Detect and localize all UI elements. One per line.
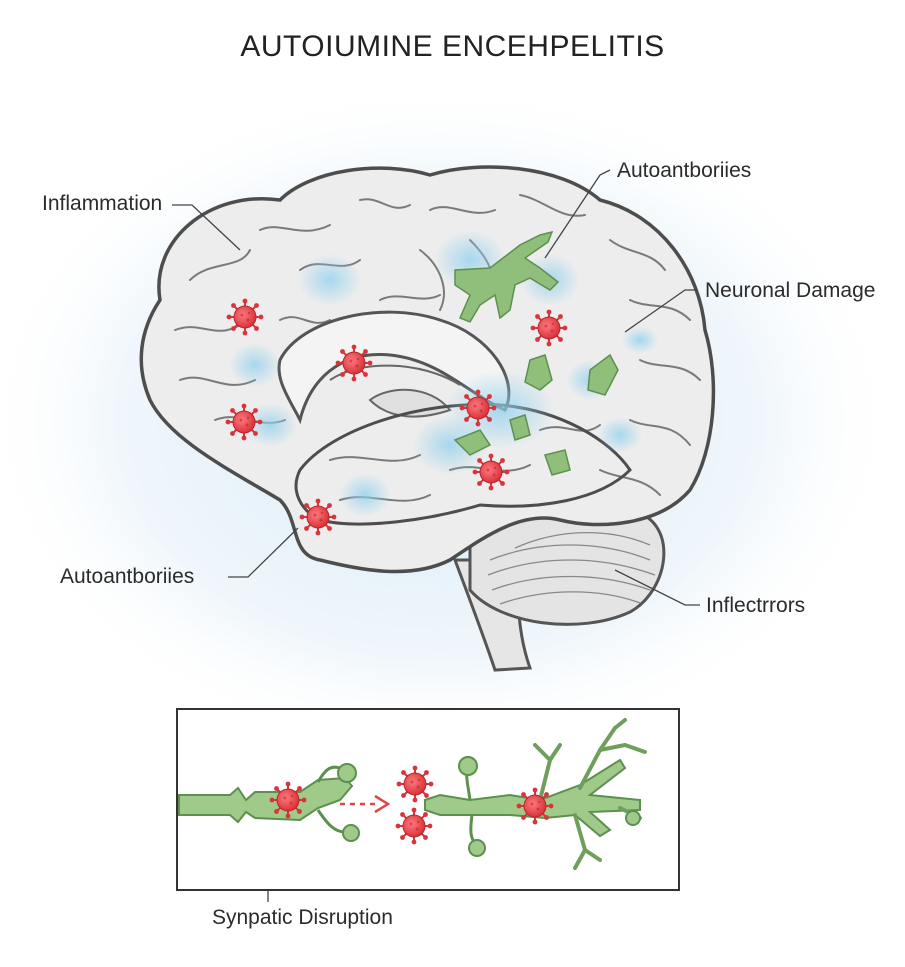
label-neuronal-damage: Neuronal Damage <box>705 279 876 302</box>
corpus-callosum <box>277 310 511 425</box>
label-inflammation: Inflammation <box>42 192 163 215</box>
label-synaptic-disruption: Synpatic Disruption <box>212 906 393 929</box>
label-autoantibodies-top: Autoantboriies <box>617 159 752 182</box>
synapse-inset <box>176 708 680 891</box>
label-autoantibodies-bottom: Autoantboriies <box>60 565 195 588</box>
label-infiltrators: Inflectrrors <box>706 594 806 617</box>
page-title: AUTOIUMINE ENCEHPELITIS <box>240 30 665 63</box>
neuron-icon <box>453 230 619 476</box>
cerebellum <box>468 505 666 626</box>
leader-lines <box>172 169 700 902</box>
